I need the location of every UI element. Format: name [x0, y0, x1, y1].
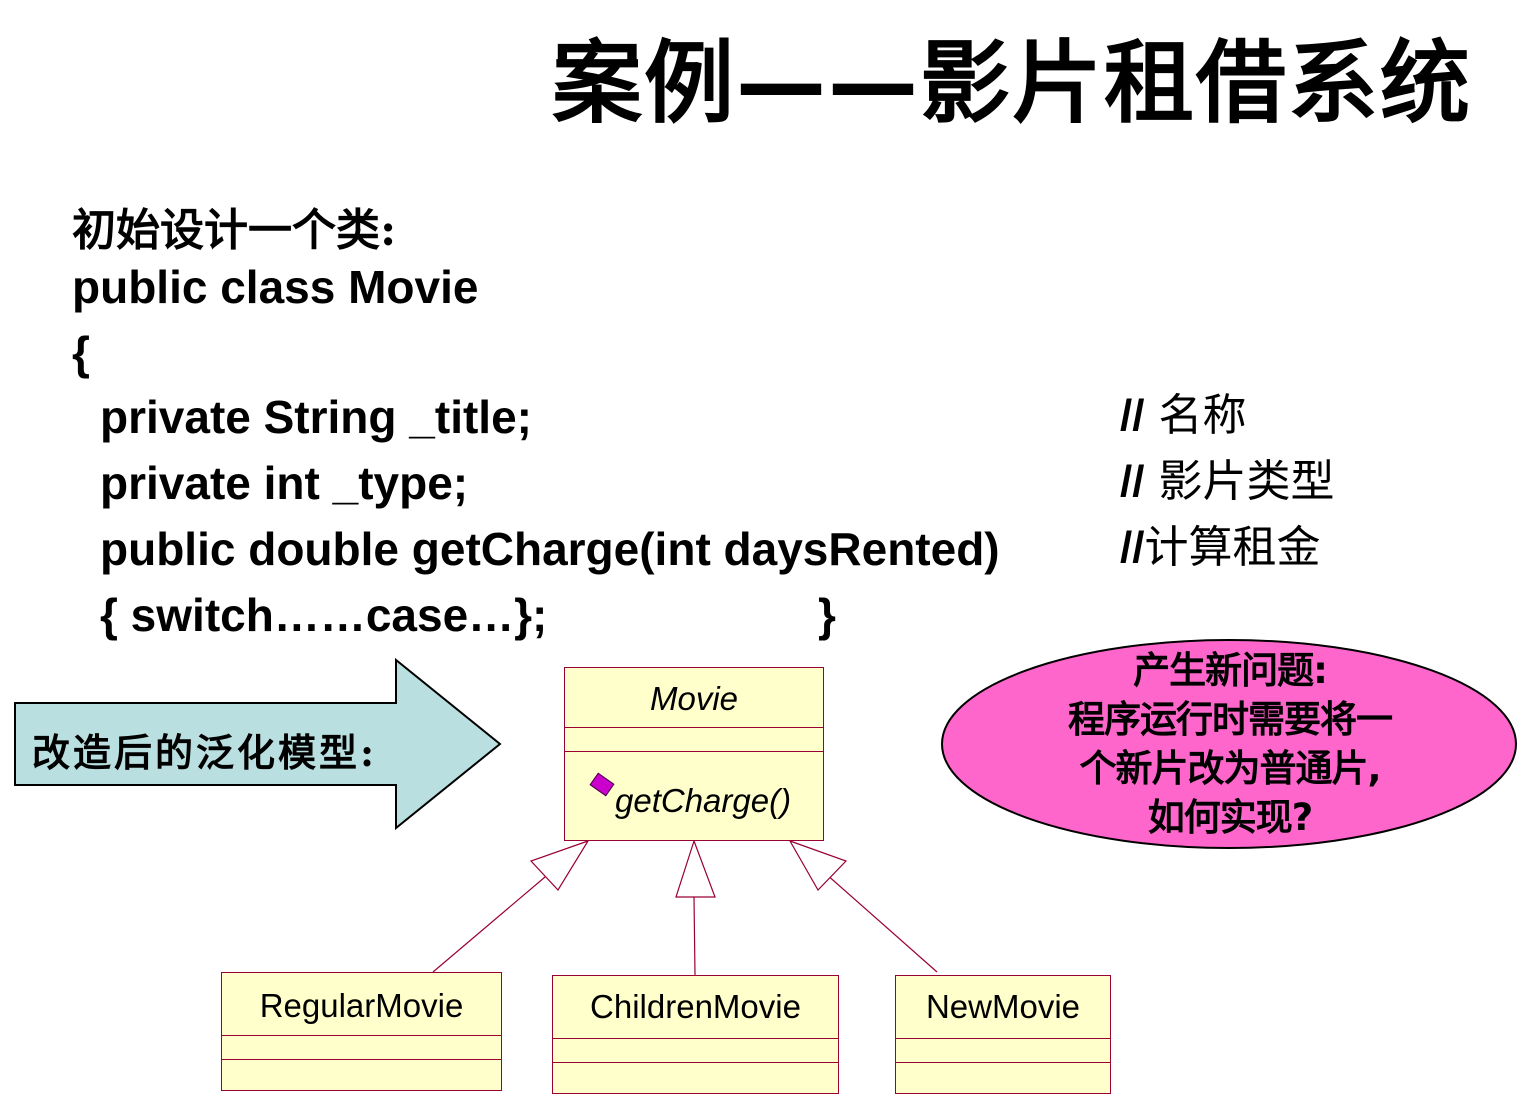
connector-regularmovie — [432, 865, 559, 973]
class-name-newmovie: NewMovie — [896, 976, 1110, 1039]
attributes-compartment — [565, 728, 823, 752]
inheritance-arrowhead — [675, 839, 716, 898]
comment-type-text: 影片类型 — [1144, 456, 1335, 507]
comment-slashes: // — [1120, 391, 1145, 440]
operations-compartment: getCharge() — [565, 752, 823, 838]
uml-class-regularmovie: RegularMovie — [221, 972, 502, 1091]
intro-text: 初始设计一个类: — [72, 205, 397, 256]
class-name-movie: Movie — [565, 668, 823, 728]
bubble-line: 个新片改为普通片, — [1079, 747, 1381, 790]
problem-bubble — [941, 639, 1517, 849]
inheritance-arrowhead — [788, 839, 848, 891]
arrow-label: 改造后的泛化模型: — [32, 730, 378, 775]
operation-getcharge: getCharge() — [615, 782, 792, 819]
block-arrow — [14, 657, 502, 831]
attributes-compartment — [896, 1039, 1110, 1063]
code-line-open-brace: { — [72, 327, 90, 379]
slide-title: 案例——影片租借系统 — [552, 31, 1472, 136]
comment-charge: //计算租金 — [1120, 526, 1320, 570]
code-line-close-brace: } — [818, 589, 836, 641]
attributes-compartment — [553, 1039, 838, 1063]
bubble-line: 产生新问题: — [1133, 649, 1328, 692]
problem-bubble-text: 产生新问题: 程序运行时需要将一 个新片改为普通片, 如何实现? — [1000, 646, 1460, 842]
bubble-line: 如何实现? — [1147, 796, 1313, 839]
code-line-class-decl: public class Movie — [72, 261, 479, 313]
code-line-switch: { switch……case…}; — [100, 589, 548, 641]
comment-slashes: // — [1120, 457, 1145, 506]
bubble-line: 程序运行时需要将一 — [1068, 698, 1393, 741]
inheritance-arrowhead — [529, 839, 590, 891]
comment-title: // 名称 — [1120, 394, 1246, 438]
comment-title-text: 名称 — [1144, 390, 1247, 441]
operation-icon — [589, 772, 615, 797]
code-line-getcharge: public double getCharge(int daysRented) — [100, 523, 1000, 575]
code-line-title-field: private String _title; — [100, 391, 532, 443]
uml-class-newmovie: NewMovie — [895, 975, 1111, 1094]
attributes-compartment — [222, 1036, 501, 1060]
comment-charge-text: 计算租金 — [1144, 522, 1321, 573]
class-name-regularmovie: RegularMovie — [222, 973, 501, 1036]
comment-type: // 影片类型 — [1120, 460, 1334, 504]
uml-class-childrenmovie: ChildrenMovie — [552, 975, 839, 1094]
class-name-childrenmovie: ChildrenMovie — [553, 976, 838, 1039]
comment-slashes: // — [1120, 523, 1145, 572]
uml-class-movie: Movie getCharge() — [564, 667, 824, 841]
generalization-connectors — [432, 839, 938, 976]
connector-childrenmovie — [693, 896, 696, 976]
connector-newmovie — [816, 865, 938, 973]
code-line-type-field: private int _type; — [100, 457, 469, 509]
